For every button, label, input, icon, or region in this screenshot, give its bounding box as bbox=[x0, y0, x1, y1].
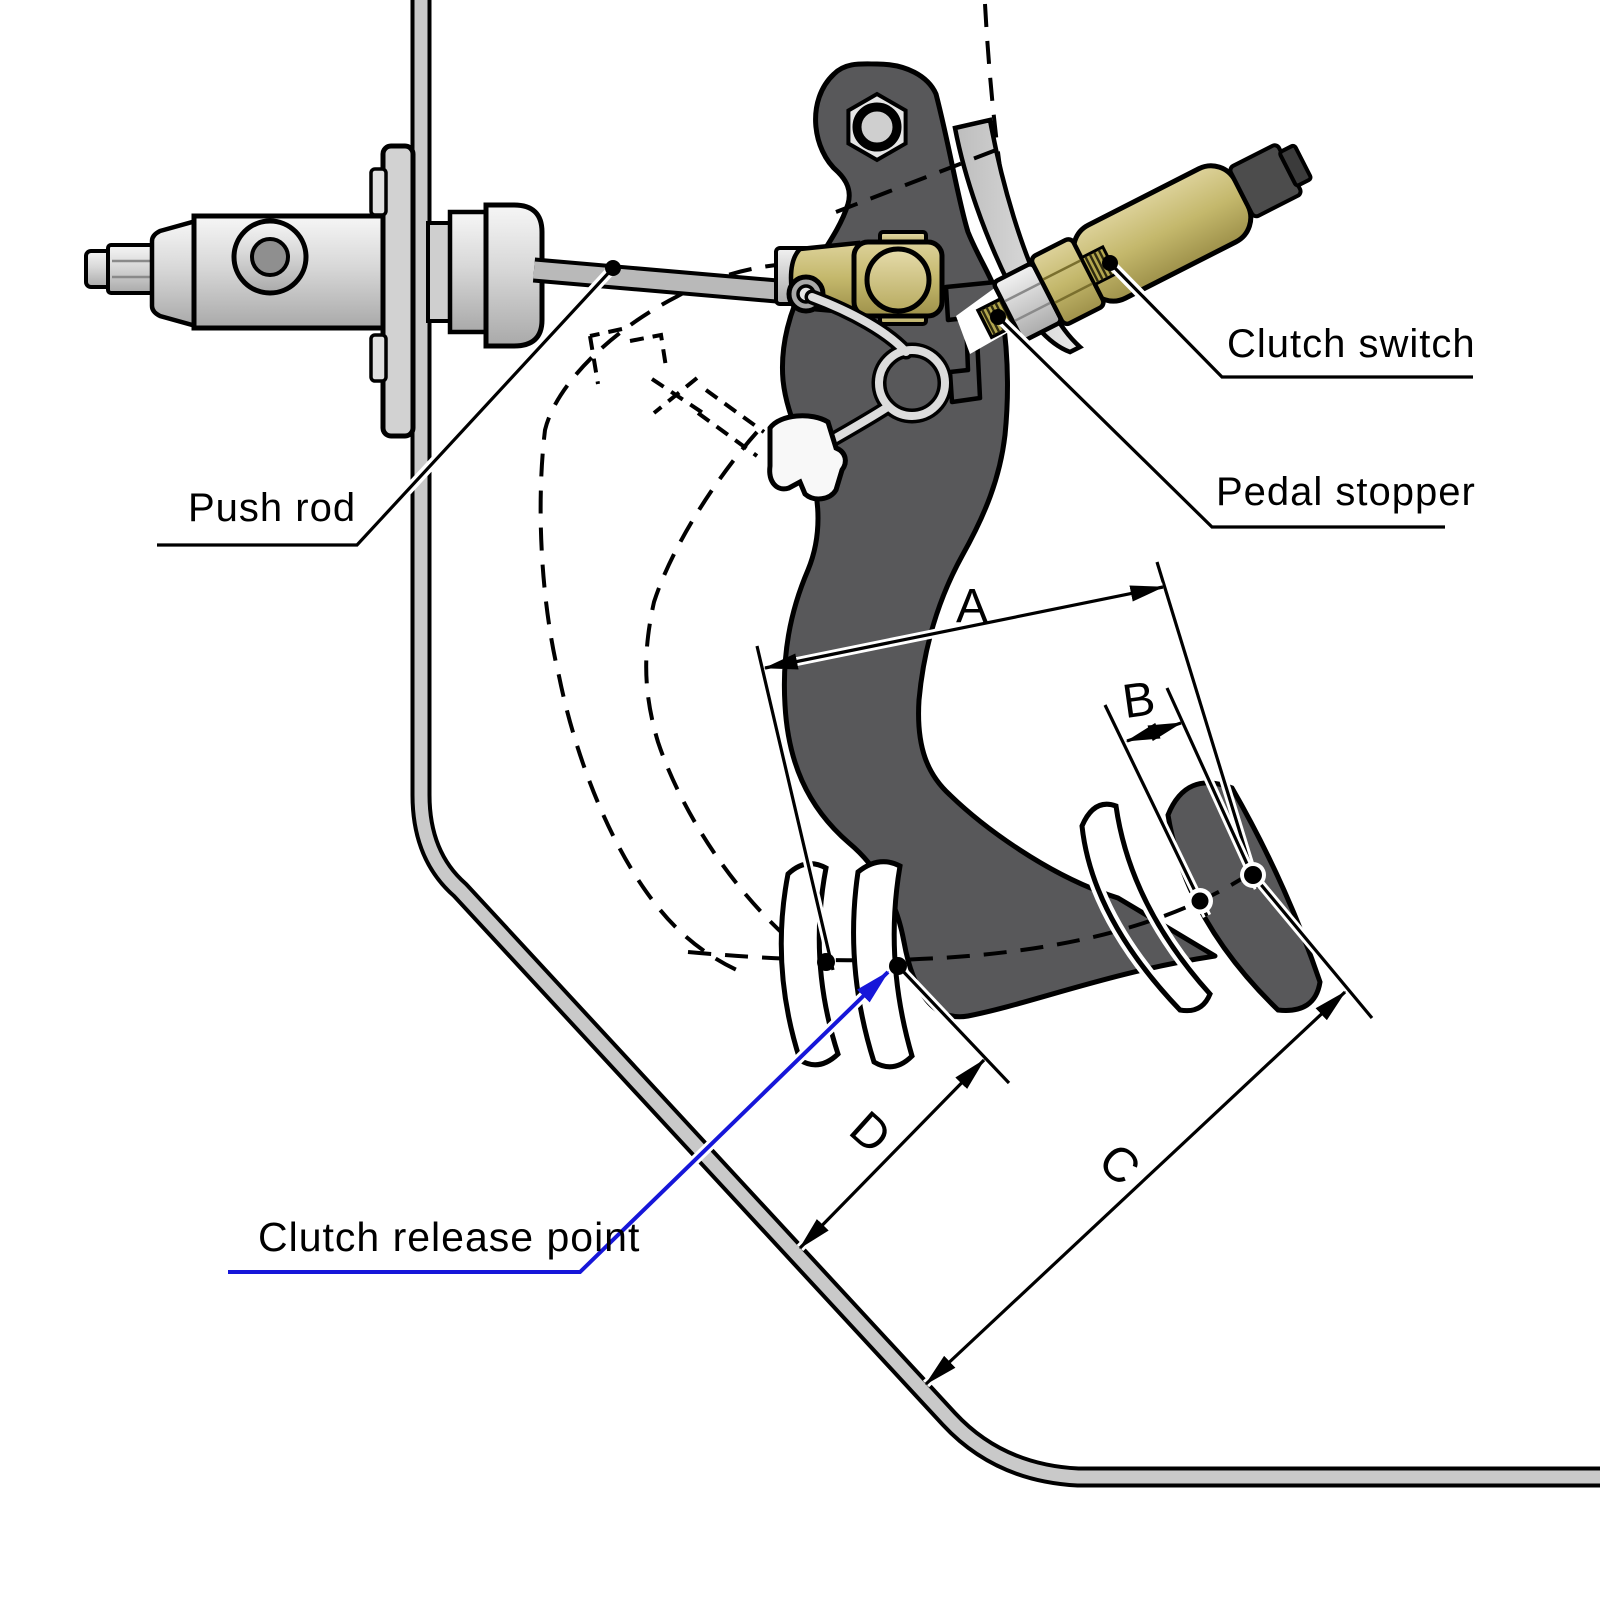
dim-a-line bbox=[763, 585, 1165, 670]
hex-facets bbox=[1042, 259, 1093, 304]
cylinder-port-hole bbox=[250, 237, 290, 277]
dimension-a: A bbox=[752, 560, 1258, 972]
dim-b-ext-left bbox=[1103, 704, 1209, 917]
dimension-b: B bbox=[1100, 672, 1263, 918]
dim-c-line bbox=[924, 990, 1347, 1386]
thread-hatch bbox=[1084, 249, 1113, 283]
flange-bolt-upper bbox=[369, 167, 388, 217]
dim-b-line bbox=[1125, 721, 1183, 743]
pivot-bolt-hole bbox=[852, 102, 902, 152]
dim-b-ext-right bbox=[1165, 687, 1260, 889]
cylinder-end-cap bbox=[149, 218, 199, 329]
dim-label-b: B bbox=[1119, 672, 1158, 729]
clutch-switch-callout: Clutch switch bbox=[1102, 255, 1476, 382]
dashed-clevis-marks bbox=[588, 327, 766, 458]
push-rod bbox=[532, 257, 802, 306]
mounting-flange bbox=[380, 143, 416, 439]
clutch-switch-leader bbox=[1108, 261, 1473, 379]
clutch-release-point-callout: Clutch release point bbox=[228, 968, 892, 1277]
dim-a-ext-right bbox=[1155, 561, 1255, 876]
push-rod-label: Push rod bbox=[188, 486, 356, 530]
push-rod-leader bbox=[157, 266, 615, 547]
pedal-stopper-leader-dot bbox=[990, 309, 1006, 325]
pedal-stopper-label: Pedal stopper bbox=[1216, 470, 1476, 514]
clutch-master-cylinder bbox=[84, 143, 545, 439]
dim-a-ext-left bbox=[755, 645, 835, 971]
clutch-release-point-leader bbox=[228, 970, 890, 1274]
free-play-point-marker bbox=[1191, 892, 1209, 910]
clutch-release-point-label: Clutch release point bbox=[258, 1214, 640, 1260]
hex-facets bbox=[1004, 282, 1051, 323]
push-rod-leader-dot bbox=[605, 260, 621, 276]
spring-hook-bracket bbox=[767, 413, 848, 502]
pedal-pad-released bbox=[1165, 780, 1323, 1013]
switch-connector-tip bbox=[1278, 143, 1313, 188]
switch-bracket-blade bbox=[952, 117, 1084, 355]
pedal-stopper-callout: Pedal stopper bbox=[990, 309, 1476, 532]
release-point-marker bbox=[889, 957, 907, 975]
push-rod-callout: Push rod bbox=[157, 260, 621, 550]
firewall-floor-panel bbox=[410, 0, 1600, 1488]
dim-d-line bbox=[798, 1058, 986, 1250]
dim-c-ext bbox=[1251, 873, 1374, 1020]
pedal-dashed-edge bbox=[835, 148, 997, 214]
cylinder-neck-collar bbox=[447, 209, 491, 335]
released-point-marker bbox=[1244, 866, 1262, 884]
clutch-switch-leader-dot bbox=[1102, 255, 1118, 271]
full-stroke-point-marker bbox=[817, 953, 835, 971]
point-markers bbox=[817, 862, 1266, 975]
clutch-switch-label: Clutch switch bbox=[1227, 322, 1476, 366]
dim-label-a: A bbox=[956, 580, 988, 633]
dimension-c: C bbox=[922, 872, 1376, 1388]
pedal-stopper-leader bbox=[996, 315, 1445, 529]
pedal-pad-full-stroke bbox=[778, 861, 841, 1068]
flange-bolt-lower bbox=[369, 333, 388, 383]
dim-d-ext bbox=[896, 964, 1011, 1085]
clevis-pin bbox=[864, 246, 932, 314]
push-rod-boot bbox=[483, 202, 545, 349]
pedal-pad-release-point bbox=[851, 859, 915, 1070]
hex-facets bbox=[112, 259, 156, 279]
